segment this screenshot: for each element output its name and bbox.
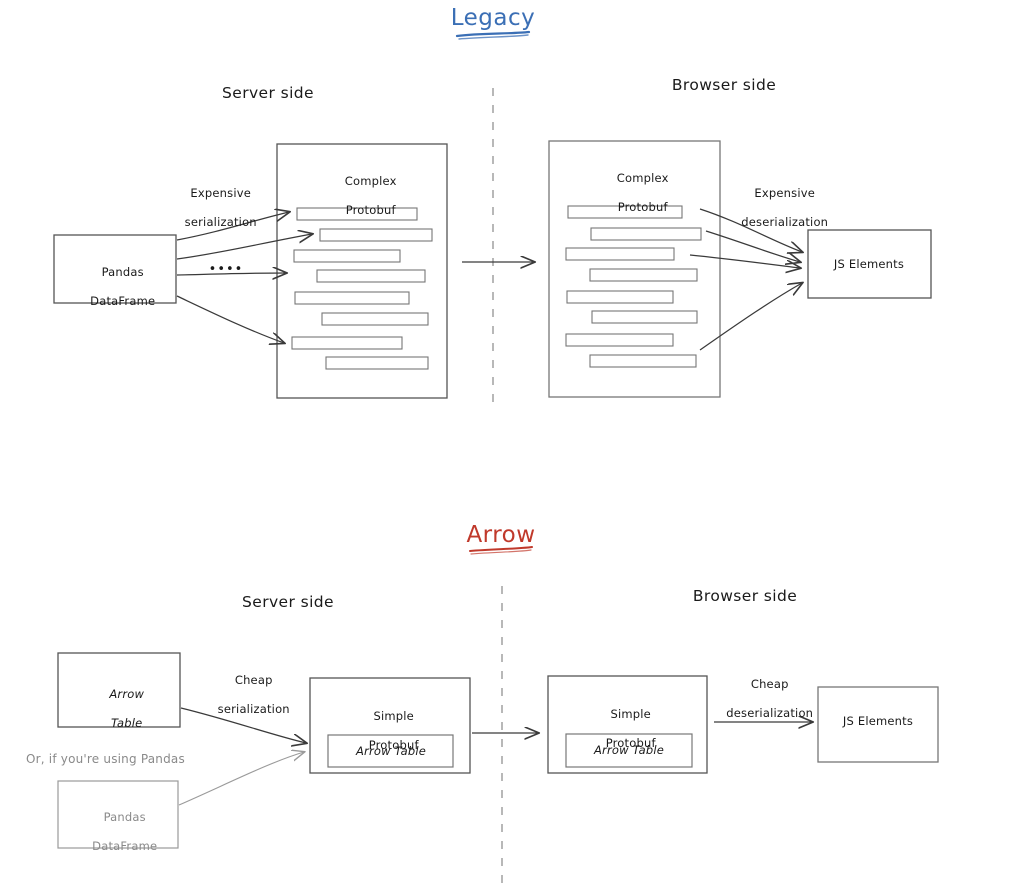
legacy-section-title: Legacy	[450, 5, 536, 31]
legacy-server-bar	[325, 356, 429, 370]
arrow-browser-inner-table-label: Arrow Table	[593, 743, 665, 757]
legacy-pandas-line2: DataFrame	[90, 294, 156, 309]
arrow-pandas-line2: DataFrame	[92, 839, 158, 854]
legacy-deserialization-line1: Expensive	[754, 186, 816, 201]
arrow-table-source-line1: Arrow	[109, 687, 145, 702]
arrow-pandas-note: Or, if you're using Pandas	[26, 752, 185, 766]
legacy-browser-bar	[591, 310, 698, 324]
arrow-deserialization-label: Cheap deserialization	[711, 663, 813, 735]
legacy-deserialization-line2: deserialization	[741, 215, 829, 230]
legacy-browser-side-label: Browser side	[671, 76, 777, 94]
arrow-server-protobuf-line2: Protobuf	[368, 738, 419, 753]
arrow-browser-side-label: Browser side	[692, 587, 798, 605]
arrow-browser-protobuf-line2: Protobuf	[605, 736, 656, 751]
arrow-deserialization-line2: deserialization	[726, 706, 814, 721]
legacy-browser-protobuf-label: Complex Protobuf	[601, 157, 669, 229]
legacy-browser-bar	[565, 247, 675, 261]
legacy-browser-bar	[589, 268, 698, 282]
legacy-deserialization-label: Expensive deserialization	[726, 172, 828, 244]
legacy-server-bar	[293, 249, 401, 263]
arrow-js-elements-label: JS Elements	[842, 714, 914, 728]
legacy-browser-protobuf-line1: Complex	[616, 171, 669, 186]
arrow-table-source-line2: Table	[110, 716, 143, 731]
legacy-server-bar	[321, 312, 429, 326]
legacy-browser-protobuf-line2: Protobuf	[617, 200, 668, 215]
arrow-deserialization-line1: Cheap	[750, 677, 789, 692]
arrow-pandas-line1: Pandas	[103, 810, 146, 825]
legacy-browser-bar	[590, 227, 702, 241]
legacy-ellipsis-marker: ••••	[208, 262, 244, 277]
arrow-server-protobuf-label: Simple Protobuf	[353, 695, 419, 767]
arrow-server-side-label: Server side	[242, 593, 334, 611]
legacy-server-protobuf-label: Complex Protobuf	[329, 160, 397, 232]
legacy-pandas-line1: Pandas	[101, 265, 144, 280]
arrow-table-source-label: Arrow Table	[94, 673, 144, 745]
legacy-title-underline	[455, 30, 531, 40]
legacy-server-protobuf-line2: Protobuf	[345, 203, 396, 218]
legacy-server-protobuf-line1: Complex	[344, 174, 397, 189]
legacy-js-elements-label: JS Elements	[833, 257, 905, 271]
arrow-serialization-line1: Cheap	[234, 673, 273, 688]
arrow-browser-protobuf-line1: Simple	[610, 707, 651, 722]
legacy-server-bar	[316, 269, 426, 283]
legacy-server-side-label: Server side	[222, 84, 314, 102]
arrow-section-title: Arrow	[466, 522, 536, 548]
legacy-serialization-line1: Expensive	[190, 186, 252, 201]
legacy-serialization-label: Expensive serialization	[169, 172, 257, 244]
arrow-pandas-dataframe-label: Pandas DataFrame	[77, 796, 158, 868]
arrow-server-protobuf-line1: Simple	[373, 709, 414, 724]
arrow-server-inner-table-label: Arrow Table	[355, 744, 427, 758]
legacy-pandas-dataframe-label: Pandas DataFrame	[75, 251, 156, 323]
legacy-browser-bar	[566, 290, 674, 304]
arrow-serialization-line2: serialization	[217, 702, 290, 717]
legacy-server-bar	[294, 291, 410, 305]
legacy-serialization-line2: serialization	[184, 215, 257, 230]
legacy-browser-bar	[589, 354, 697, 368]
legacy-server-bar	[291, 336, 403, 350]
arrow-browser-protobuf-label: Simple Protobuf	[590, 693, 656, 765]
legacy-browser-bar	[565, 333, 674, 347]
arrow-serialization-label: Cheap serialization	[202, 659, 290, 731]
